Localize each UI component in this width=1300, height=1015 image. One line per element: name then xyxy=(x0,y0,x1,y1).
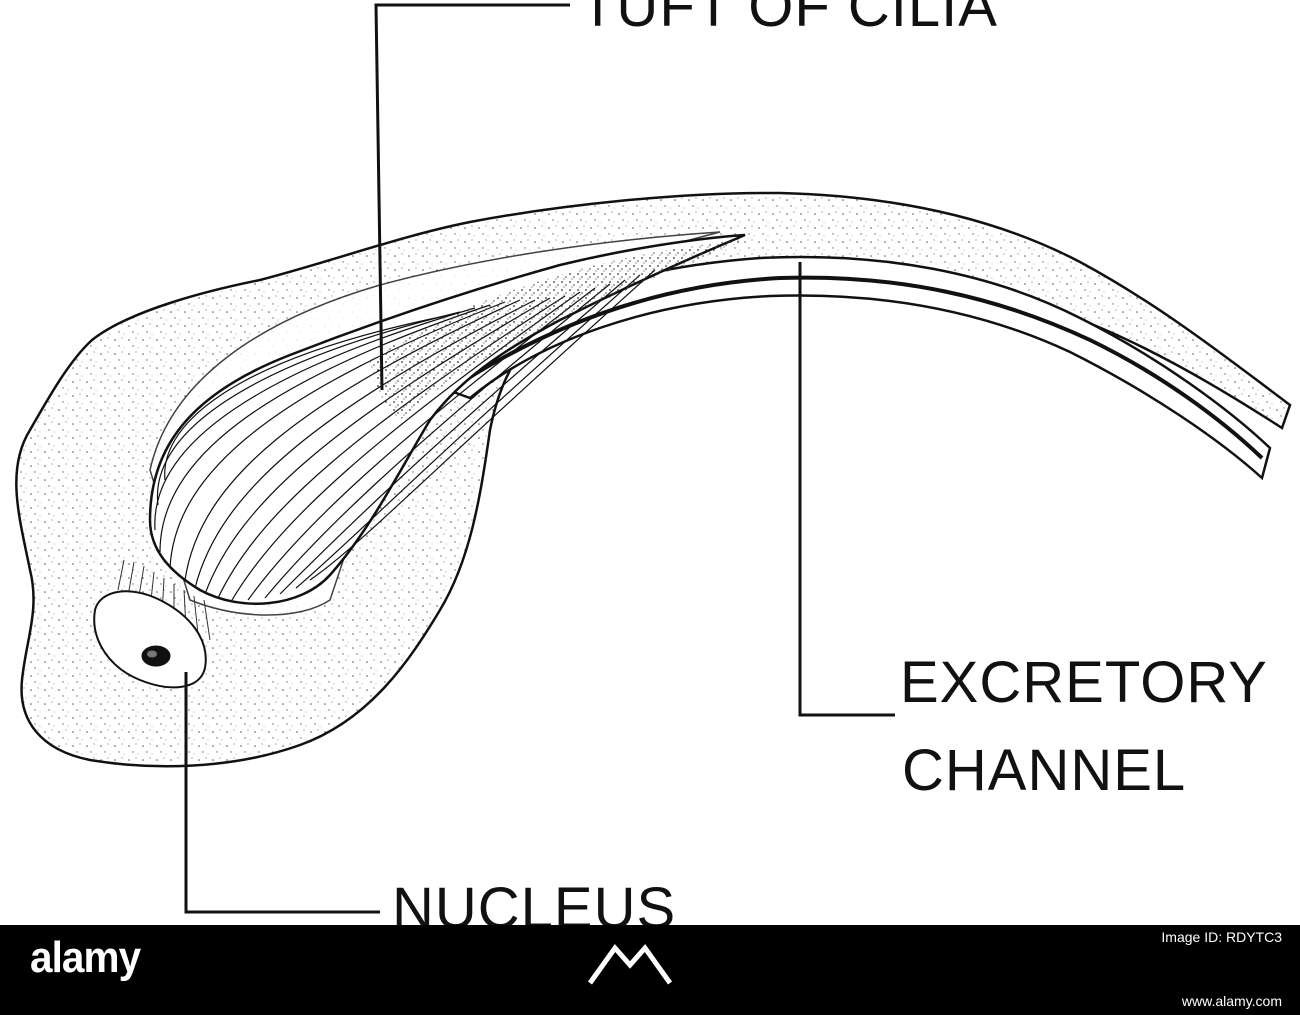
excretory-leader-line xyxy=(798,262,895,717)
cilia-convergence-shading xyxy=(370,238,750,420)
stock-footer-bar: alamy Image ID: RDYTC3 www.alamy.com xyxy=(0,925,1300,1015)
alamy-logo: alamy xyxy=(30,933,141,982)
nucleus-capsule xyxy=(93,590,207,689)
channel-lumen xyxy=(448,275,1264,460)
excretory-label-line1: EXCRETORY xyxy=(900,650,1268,715)
flame-cell-diagram: TUFT OF CILIA EXCRETORY CHANNEL NUCLEUS xyxy=(15,0,1292,925)
nucleus-label: NUCLEUS xyxy=(392,876,676,925)
excretory-label-line2: CHANNEL xyxy=(902,738,1186,803)
tuft-of-cilia-label: TUFT OF CILIA xyxy=(580,0,998,39)
nucleolus xyxy=(147,650,157,658)
alamy-mark-icon xyxy=(587,943,673,985)
tuft-leader-line xyxy=(374,3,570,391)
nucleus-leader-line xyxy=(184,672,380,914)
excretory-channel-tube xyxy=(417,255,1272,481)
image-id-text: Image ID: RDYTC3 xyxy=(1161,929,1282,945)
footer-url-text[interactable]: www.alamy.com xyxy=(1181,993,1282,1009)
